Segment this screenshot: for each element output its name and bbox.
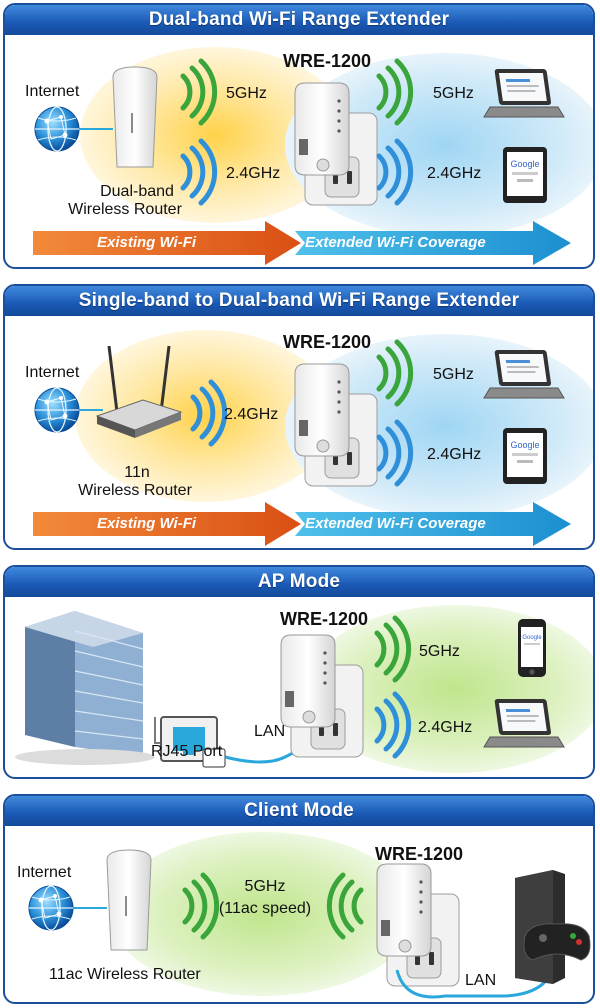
diagram-canvas [33, 330, 593, 546]
extended-wifi-label: Extended Wi-Fi Coverage [305, 515, 486, 532]
panel-title: Single-band to Dual-band Wi-Fi Range Ext… [5, 286, 593, 316]
coverage-area [111, 832, 415, 996]
panel-title: Client Mode [5, 796, 593, 826]
band-5ghz-right: 5GHz [433, 366, 474, 383]
panel-single-to-dual: Single-band to Dual-band Wi-Fi Range Ext… [3, 284, 595, 550]
router-label: 11ac Wireless Router [49, 966, 201, 983]
router-label-2: Wireless Router [68, 201, 182, 218]
lan-cable [224, 745, 306, 764]
lan-cable [395, 967, 555, 999]
diagram-canvas [28, 832, 591, 999]
internet-label: Internet [25, 83, 80, 100]
smartphone-icon [518, 619, 546, 677]
lan-label: LAN [254, 723, 286, 740]
band-5ghz-left: 5GHz [226, 85, 267, 102]
existing-wifi-label: Existing Wi-Fi [97, 234, 197, 251]
router-label-2: Wireless Router [78, 482, 192, 499]
game-console-icon [515, 870, 591, 984]
tablet-icon [503, 428, 547, 484]
lan-label: LAN [465, 972, 497, 989]
extended-arrow [295, 221, 571, 265]
router-label-1: Dual-band [100, 183, 174, 200]
router-icon [95, 345, 183, 438]
band-24ghz-right: 2.4GHz [427, 446, 482, 463]
extended-arrow [295, 502, 571, 546]
globe-icon [28, 885, 74, 931]
diagram-canvas [15, 605, 593, 773]
rj45-port-label: RJ45 Port [151, 743, 223, 760]
panel-title: AP Mode [5, 567, 593, 597]
model-label: WRE-1200 [282, 332, 372, 352]
extended-wifi-label: Extended Wi-Fi Coverage [305, 234, 486, 251]
router-icon [106, 849, 152, 951]
building-icon [15, 611, 155, 765]
panel-dual-band: Dual-band Wi-Fi Range Extender Internet … [3, 3, 595, 269]
band-label: 5GHz [244, 878, 286, 895]
extender-icon [376, 863, 460, 987]
existing-arrow [33, 221, 301, 265]
router-label-1: 11n [124, 464, 150, 481]
band-24ghz-left: 2.4GHz [226, 165, 281, 182]
band-24ghz: 2.4GHz [418, 719, 473, 736]
speed-label: (11ac speed) [218, 900, 312, 917]
model-label: WRE-1200 [279, 609, 369, 629]
existing-wifi-label: Existing Wi-Fi [97, 515, 197, 532]
panel-client-mode: Client Mode Internet 11ac Wireless Route… [3, 794, 595, 1004]
panel-title: Dual-band Wi-Fi Range Extender [5, 5, 593, 35]
band-5ghz-right: 5GHz [433, 85, 474, 102]
model-label: WRE-1200 [282, 51, 372, 71]
tablet-icon [503, 147, 547, 203]
diagram-canvas [33, 47, 593, 265]
internet-label: Internet [25, 364, 80, 381]
internet-label: Internet [17, 864, 72, 881]
band-24ghz-right: 2.4GHz [427, 165, 482, 182]
model-label: WRE-1200 [374, 844, 464, 864]
coverage-existing [75, 330, 335, 502]
globe-icon [34, 387, 80, 433]
globe-icon [34, 106, 80, 152]
band-24ghz-left: 2.4GHz [224, 406, 279, 423]
band-5ghz: 5GHz [419, 643, 460, 660]
existing-arrow [33, 502, 301, 546]
router-icon [112, 66, 158, 168]
panel-ap-mode: AP Mode WRE-1200 [3, 565, 595, 779]
